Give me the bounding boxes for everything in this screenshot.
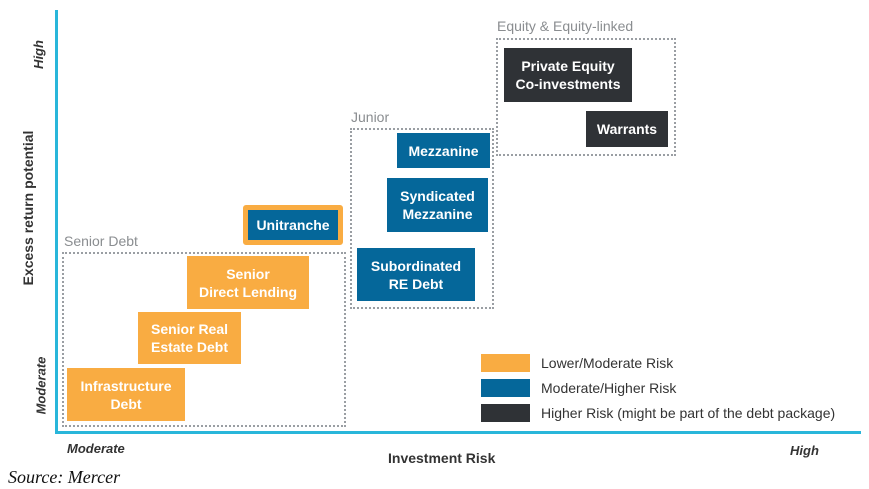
senior-debt-group bbox=[62, 252, 346, 427]
x-axis-label: Investment Risk bbox=[388, 450, 496, 466]
x-axis-high: High bbox=[790, 443, 819, 458]
box-unitranche: Unitranche bbox=[243, 205, 343, 245]
box-subordinated-re-debt: Subordinated RE Debt bbox=[357, 248, 475, 301]
legend-swatch-higher bbox=[481, 404, 530, 422]
box-private-equity-coinvestments: Private Equity Co-investments bbox=[504, 48, 632, 102]
legend-label-moderate-higher: Moderate/Higher Risk bbox=[541, 380, 677, 396]
x-axis bbox=[55, 431, 861, 434]
equity-label: Equity & Equity-linked bbox=[497, 18, 634, 34]
x-axis-low: Moderate bbox=[67, 441, 125, 456]
box-syndicated-mezzanine: Syndicated Mezzanine bbox=[387, 178, 488, 232]
y-axis bbox=[55, 10, 58, 434]
box-warrants: Warrants bbox=[586, 111, 668, 147]
box-senior-direct-lending: Senior Direct Lending bbox=[187, 256, 309, 309]
legend-swatch-lower-moderate bbox=[481, 354, 530, 372]
y-axis-low: Moderate bbox=[33, 356, 49, 415]
senior-debt-label: Senior Debt bbox=[64, 233, 138, 249]
source-caption: Source: Mercer bbox=[8, 467, 121, 487]
y-axis-label: Excess return potential bbox=[20, 130, 36, 286]
box-infrastructure-debt: Infrastructure Debt bbox=[67, 368, 185, 421]
box-senior-real-estate-debt: Senior Real Estate Debt bbox=[138, 312, 241, 364]
legend-label-lower-moderate: Lower/Moderate Risk bbox=[541, 355, 674, 371]
box-mezzanine: Mezzanine bbox=[397, 133, 490, 168]
equity-group bbox=[496, 38, 676, 156]
legend-label-higher: Higher Risk (might be part of the debt p… bbox=[541, 405, 836, 421]
y-axis-high: High bbox=[30, 40, 46, 69]
junior-group bbox=[350, 128, 494, 309]
legend-swatch-moderate-higher bbox=[481, 379, 530, 397]
junior-label: Junior bbox=[351, 109, 390, 125]
